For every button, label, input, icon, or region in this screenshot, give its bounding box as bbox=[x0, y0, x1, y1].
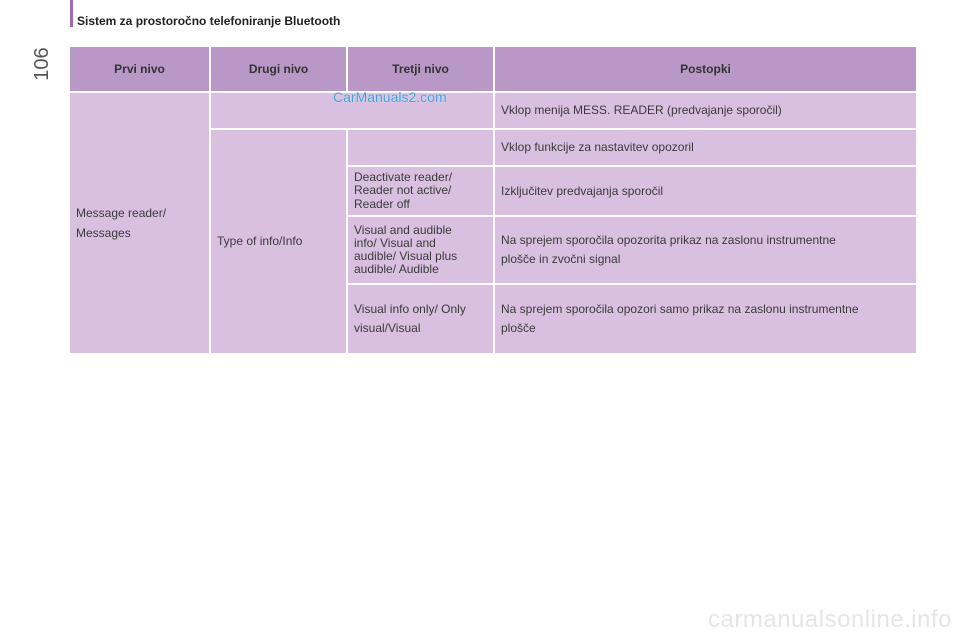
table-row: Deactivate reader/ Reader not active/ Re… bbox=[69, 165, 918, 217]
table-header-row: Prvi nivo Drugi nivo Tretji nivo Postopk… bbox=[68, 45, 918, 93]
cell-procedure: Izključitev predvajanja sporočil bbox=[493, 165, 918, 217]
cell-level1: Message reader/ Messages bbox=[68, 91, 211, 355]
table-row: Visual and audible info/ Visual and audi… bbox=[69, 215, 918, 285]
watermark-footer: carmanualsonline.info bbox=[708, 606, 952, 633]
cell-level2: Type of info/Info bbox=[209, 128, 348, 355]
procedures-table: Prvi nivo Drugi nivo Tretji nivo Postopk… bbox=[68, 45, 918, 355]
cell-empty bbox=[209, 91, 495, 130]
cell-procedure: Na sprejem sporočila opozorita prikaz na… bbox=[493, 215, 918, 285]
header-level2: Drugi nivo bbox=[209, 45, 348, 93]
table-row: Visual info only/ Only visual/Visual Na … bbox=[69, 283, 918, 355]
cell-level3: Visual info only/ Only visual/Visual bbox=[346, 283, 495, 355]
watermark-link[interactable]: CarManuals2.com bbox=[333, 89, 447, 105]
cell-procedure: Na sprejem sporočila opozori samo prikaz… bbox=[493, 283, 918, 355]
cell-level3: Visual and audible info/ Visual and audi… bbox=[346, 215, 495, 285]
cell-procedure: Vklop funkcije za nastavitev opozoril bbox=[493, 128, 918, 167]
table-row: Message reader/ Messages Vklop menija ME… bbox=[68, 91, 918, 355]
cell-empty bbox=[346, 128, 495, 167]
header-procedures: Postopki bbox=[493, 45, 918, 93]
section-title: Sistem za prostoročno telefoniranje Blue… bbox=[77, 14, 341, 28]
page-number: 106 bbox=[30, 47, 53, 81]
cell-procedure: Vklop menija MESS. READER (predvajanje s… bbox=[493, 91, 918, 130]
header-level1: Prvi nivo bbox=[68, 45, 211, 93]
table-row: Type of info/Info Vklop funkcije za nast… bbox=[69, 128, 918, 355]
cell-level3: Deactivate reader/ Reader not active/ Re… bbox=[346, 165, 495, 217]
header-level3: Tretji nivo bbox=[346, 45, 495, 93]
section-accent-bar bbox=[70, 0, 73, 27]
